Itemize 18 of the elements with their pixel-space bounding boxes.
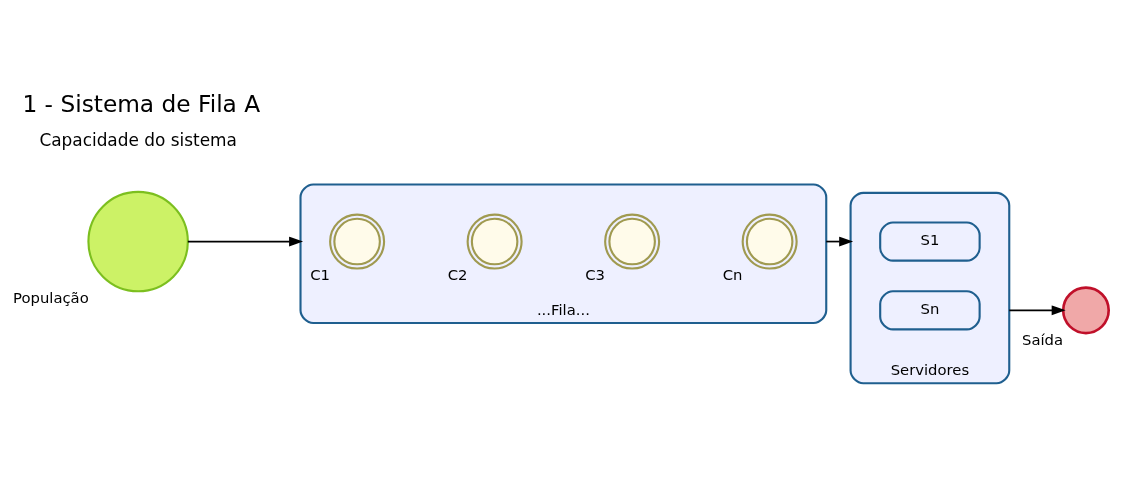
node-circle (741, 213, 798, 270)
node-label: Saída (1022, 330, 1064, 348)
node-label: C3 (585, 265, 605, 283)
arrow (187, 236, 304, 246)
node-label: C1 (310, 265, 330, 283)
node-circle (87, 190, 189, 292)
diagram-title: 1 - Sistema de Fila A (22, 89, 261, 117)
arrow (1008, 304, 1066, 315)
node-circle (604, 213, 661, 270)
node-circle (1061, 285, 1110, 334)
node-box: S1 (879, 220, 981, 262)
node-label: C2 (447, 265, 468, 283)
node-circle (466, 213, 523, 270)
node-label: Cn (722, 265, 743, 283)
node-label: População (13, 288, 89, 306)
node-circle (329, 213, 386, 270)
label: Capacidade do sistema (39, 129, 237, 150)
node-box: Sn (879, 289, 981, 330)
